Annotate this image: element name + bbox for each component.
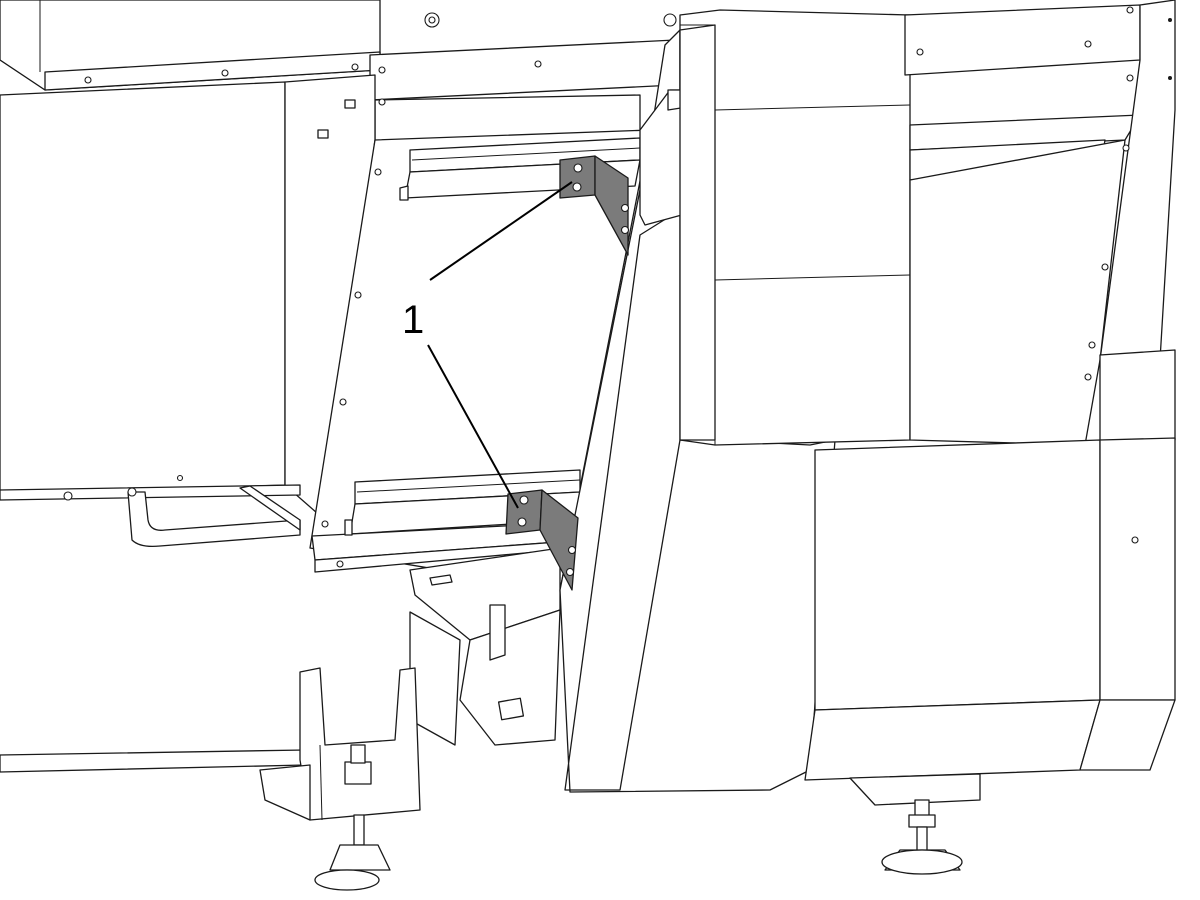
upper-frame-bar xyxy=(369,39,676,146)
callout-leader-lower xyxy=(427,344,519,509)
chute-support xyxy=(409,547,561,746)
right-side-cabinet xyxy=(909,0,1176,446)
left-leveling-bracket xyxy=(0,667,421,891)
left-floor-rail xyxy=(0,484,301,548)
right-leveling-foot xyxy=(881,799,963,875)
upper-mounting-bracket xyxy=(559,155,630,256)
upper-cabinet-panel xyxy=(0,0,440,91)
lower-mounting-bracket xyxy=(505,489,579,591)
right-lower-cabinet xyxy=(804,437,1176,806)
callout-label: 1 xyxy=(402,298,424,342)
callout-leader-upper xyxy=(429,181,573,281)
callout-1: 1 xyxy=(402,181,573,509)
left-side-panel xyxy=(0,74,376,521)
